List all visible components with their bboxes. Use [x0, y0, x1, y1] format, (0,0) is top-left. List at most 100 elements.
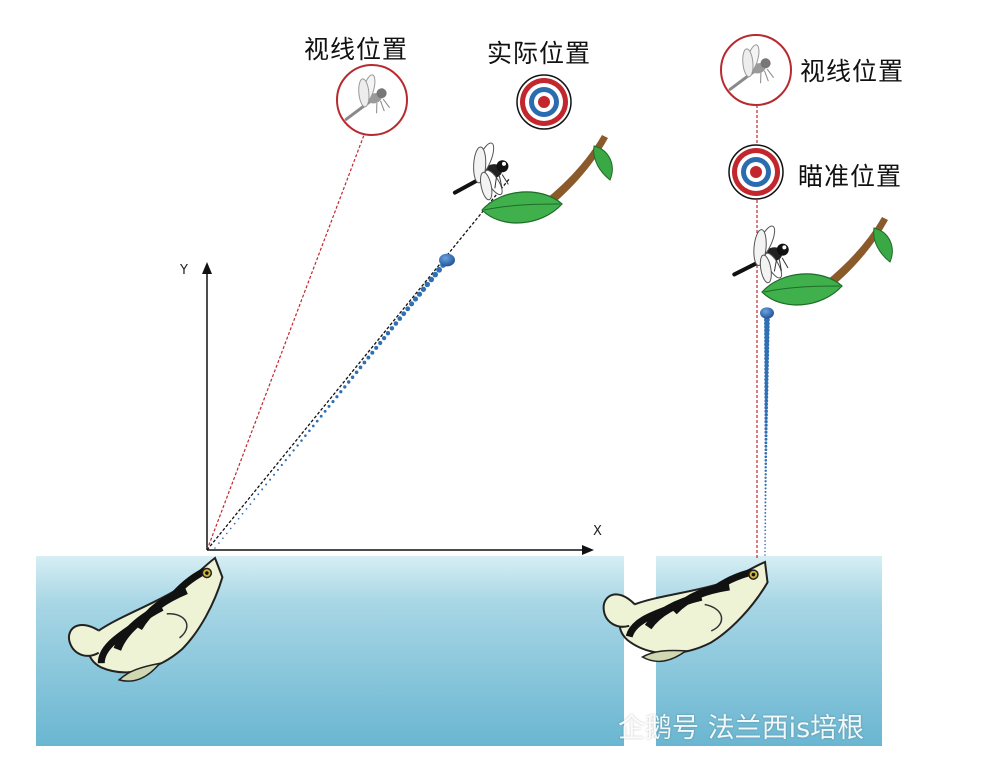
- water-droplet: [331, 400, 335, 404]
- water-droplet: [764, 412, 768, 417]
- water-droplet: [764, 554, 766, 556]
- water-droplet: [764, 430, 768, 434]
- water-droplet: [764, 473, 767, 476]
- water-droplet: [420, 286, 427, 292]
- water-droplet: [374, 345, 379, 350]
- water-droplet: [764, 370, 769, 375]
- water-droplet: [370, 350, 375, 355]
- water-droplet: [764, 451, 768, 455]
- water-droplet: [261, 488, 264, 491]
- water-droplet: [764, 547, 766, 549]
- water-droplet: [764, 388, 769, 393]
- water-jet-head: [439, 253, 455, 267]
- water-droplet: [381, 335, 387, 341]
- water-droplet: [280, 463, 283, 467]
- water-droplet: [764, 536, 766, 539]
- leaf-branch-icon: [761, 216, 893, 306]
- water-droplet: [764, 522, 767, 525]
- water-droplet: [764, 540, 766, 542]
- water-droplet: [764, 345, 770, 351]
- water-droplet: [428, 276, 435, 283]
- water-droplet: [764, 448, 768, 452]
- x-axis-arrow-icon: [582, 545, 594, 555]
- water-droplet: [304, 434, 307, 437]
- water-droplet: [764, 526, 767, 528]
- water-droplet: [409, 301, 415, 307]
- y-axis-label: Y: [180, 263, 188, 278]
- water-droplet: [354, 370, 359, 375]
- water-droplet: [327, 404, 331, 408]
- sight-position-circle-right: [718, 34, 792, 106]
- water-jet-icon: [214, 253, 455, 549]
- watermark: 企鹅号 法兰西is培根: [618, 713, 865, 744]
- water-droplet: [764, 352, 770, 358]
- water-droplet: [253, 498, 256, 501]
- water-droplet: [237, 517, 240, 520]
- water-droplet: [214, 547, 216, 549]
- water-right: [656, 556, 882, 746]
- water-droplet: [764, 462, 768, 466]
- water-droplet: [346, 380, 351, 384]
- water-droplet: [393, 321, 399, 326]
- water-droplet: [276, 468, 279, 471]
- water-droplet: [249, 503, 252, 506]
- water-droplet: [764, 405, 768, 410]
- water-droplet: [378, 340, 383, 346]
- leaf-branch-icon: [481, 134, 613, 224]
- water-droplet: [764, 511, 767, 514]
- water-droplet: [362, 360, 367, 365]
- water-droplet: [257, 493, 260, 496]
- axes: [202, 262, 594, 555]
- water-droplet: [764, 373, 769, 379]
- water-droplet: [764, 356, 769, 361]
- water-droplet: [764, 409, 768, 413]
- water-droplet: [764, 529, 767, 532]
- left-actual-position-label: 实际位置: [487, 39, 592, 68]
- water-droplet: [764, 504, 767, 507]
- y-axis-arrow-icon: [202, 262, 212, 274]
- right-sight-position-label: 视线位置: [800, 57, 905, 86]
- water-droplet: [764, 427, 768, 431]
- water-droplet: [764, 480, 767, 483]
- right-aim-position-label: 瞄准位置: [798, 162, 903, 191]
- water-droplet: [764, 501, 767, 504]
- sight-line-left: [206, 134, 365, 551]
- water-droplet: [218, 542, 220, 544]
- water-droplet: [245, 508, 248, 510]
- water-droplet: [401, 311, 407, 317]
- water-droplet: [416, 291, 423, 297]
- water-jet-icon: [760, 307, 774, 556]
- water-droplet: [323, 409, 327, 413]
- water-droplet: [764, 459, 768, 462]
- water-droplet: [292, 449, 295, 452]
- water-droplet: [436, 266, 442, 273]
- water-droplet: [269, 478, 272, 481]
- water-droplet: [764, 515, 767, 518]
- water-droplet: [335, 395, 339, 399]
- water-droplet: [764, 434, 768, 438]
- target-icon: [516, 74, 572, 130]
- water-droplet: [764, 533, 767, 535]
- water-droplet: [764, 349, 770, 355]
- water-droplet: [311, 424, 315, 428]
- water-droplet: [764, 444, 768, 448]
- water-droplet: [358, 365, 363, 370]
- water-droplet: [265, 483, 268, 486]
- water-droplet: [764, 508, 767, 511]
- water-droplet: [764, 366, 769, 372]
- water-droplet: [764, 519, 767, 521]
- water-droplet: [424, 281, 431, 288]
- water-droplet: [764, 455, 768, 459]
- water-droplet: [432, 271, 439, 278]
- water-droplet: [315, 419, 319, 423]
- water-droplet: [764, 441, 768, 445]
- water-droplet: [272, 473, 276, 476]
- water-droplet: [385, 331, 391, 336]
- water-droplet: [300, 439, 303, 442]
- water-droplet: [764, 416, 768, 420]
- water-droplet: [764, 402, 769, 407]
- water-droplet: [764, 550, 766, 553]
- water-droplet: [412, 296, 419, 302]
- water-droplet: [764, 398, 769, 403]
- water-droplet: [764, 490, 767, 493]
